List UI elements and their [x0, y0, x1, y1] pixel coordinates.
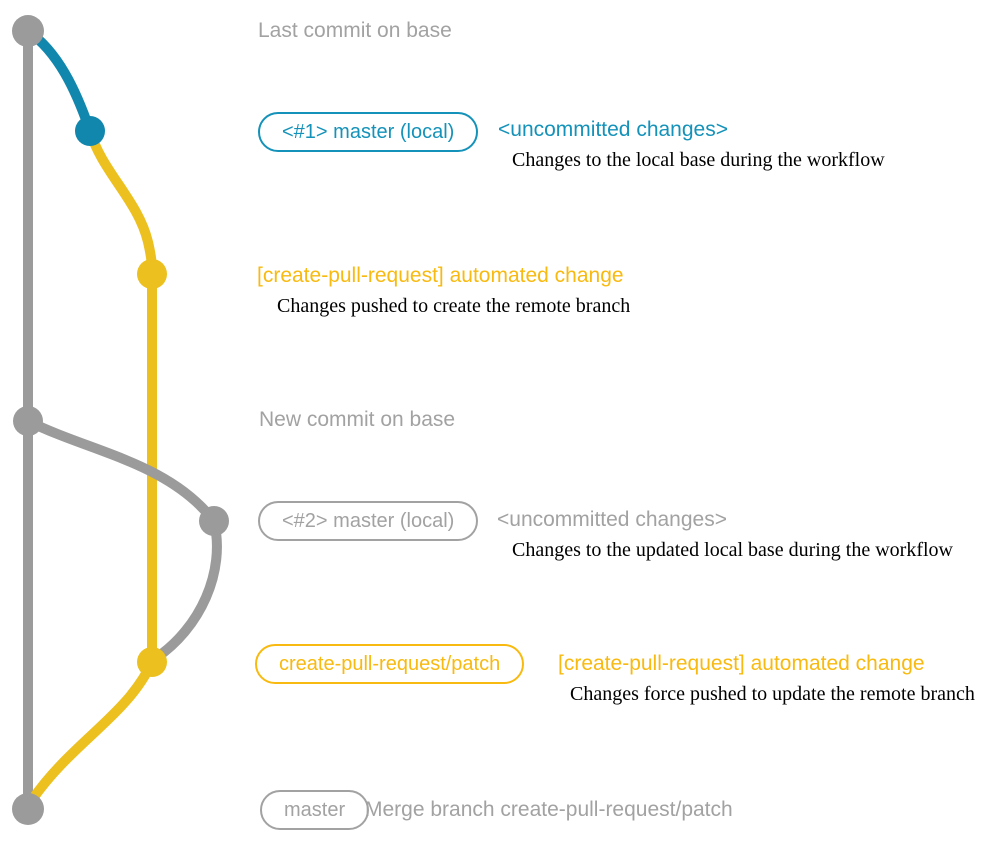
automated-change-heading-2: [create-pull-request] automated change	[558, 652, 925, 675]
uncommitted-branch-curve	[23, 26, 95, 136]
commit-node-uncommitted-2	[199, 506, 229, 536]
commit-node-last-base	[12, 15, 44, 47]
uncommitted-changes-heading-1: <uncommitted changes>	[498, 118, 728, 141]
uncommitted-changes-note-2: Changes to the updated local base during…	[512, 539, 953, 561]
uncommitted-changes-heading-2: <uncommitted changes>	[497, 508, 727, 531]
automated-change-note-2: Changes force pushed to update the remot…	[570, 683, 975, 705]
last-commit-label: Last commit on base	[258, 19, 452, 42]
commit-node-uncommitted-1	[75, 116, 105, 146]
branch-pill-master-local-1: <#1> master (local)	[258, 112, 479, 152]
commit-graph	[12, 15, 229, 825]
commit-node-automated-1	[137, 259, 167, 289]
uncommitted-changes-note-1: Changes to the local base during the wor…	[512, 149, 885, 171]
local-branch-curve-out	[23, 416, 219, 526]
branch-pill-master: master	[260, 790, 370, 830]
patch-merge-curve	[27, 657, 157, 805]
merge-commit-label: Merge branch create-pull-request/patch	[365, 798, 733, 821]
local-branch-curve-in	[151, 516, 222, 663]
automated-change-heading-1: [create-pull-request] automated change	[257, 264, 624, 287]
commit-node-merge	[12, 793, 44, 825]
patch-branch-curve-top	[85, 126, 157, 279]
commit-node-automated-2	[137, 647, 167, 677]
branch-pill-patch: create-pull-request/patch	[255, 644, 525, 684]
branch-pill-master-local-2: <#2> master (local)	[258, 501, 479, 541]
commit-node-new-base	[13, 406, 43, 436]
automated-change-note-1: Changes pushed to create the remote bran…	[277, 295, 631, 317]
new-commit-label: New commit on base	[259, 408, 456, 431]
